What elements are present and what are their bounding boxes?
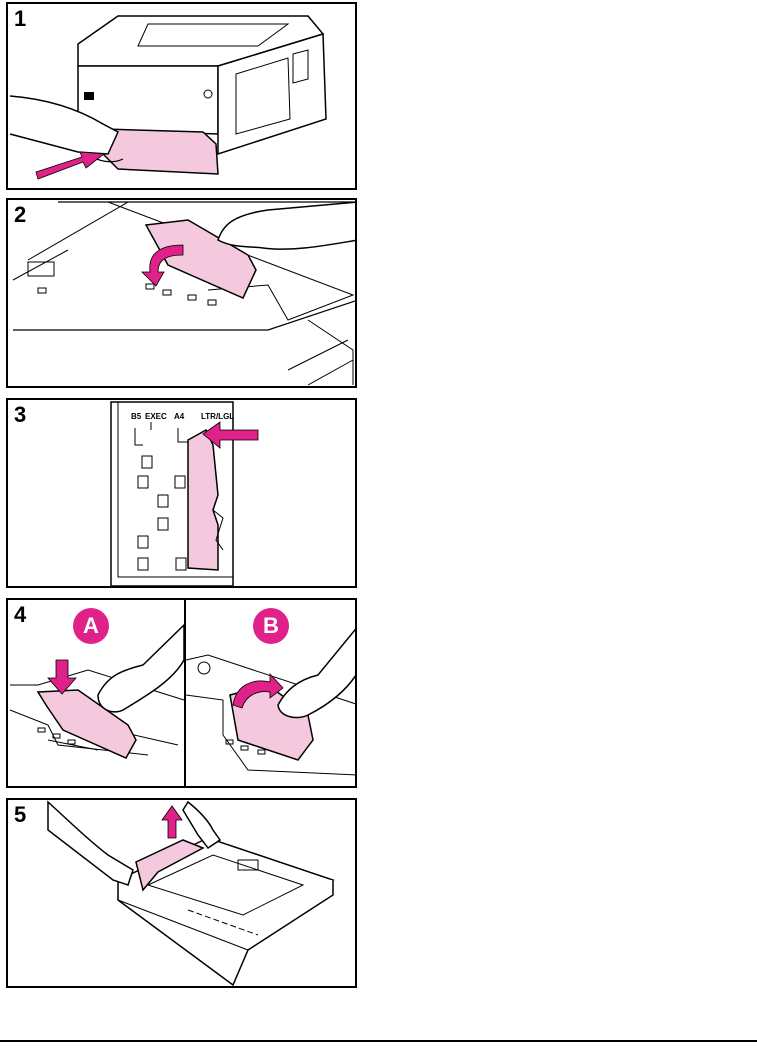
tray-guide-illustration [8, 200, 357, 388]
size-guide [188, 430, 218, 570]
sub-label-a: A [73, 608, 109, 644]
step-3-number: 3 [14, 402, 26, 428]
lock-guide-illustration [8, 600, 357, 788]
step-5-number: 5 [14, 802, 26, 828]
printer-illustration [8, 4, 357, 190]
label-b5: B5 [131, 412, 141, 421]
label-a4: A4 [174, 412, 184, 421]
step-4-panel: 4 A B [6, 598, 357, 788]
step-1-number: 1 [14, 6, 26, 32]
down-arrow [48, 660, 76, 694]
step-2-panel: 2 [6, 198, 357, 388]
step-2-number: 2 [14, 202, 26, 228]
label-exec: EXEC [145, 412, 167, 421]
size-adjust-illustration [8, 400, 357, 588]
lift-arrow [162, 806, 182, 838]
step-5-panel: 5 [6, 798, 357, 988]
sub-label-b: B [253, 608, 289, 644]
step-1-panel: 1 [6, 2, 357, 190]
paper-tray [103, 129, 218, 174]
step-3-panel: 3 B5 EXEC A4 LTR/LGL [6, 398, 357, 588]
pull-arrow [36, 152, 104, 179]
label-ltr-lgl: LTR/LGL [201, 412, 234, 421]
footer-rule [0, 1040, 757, 1042]
step-4-number: 4 [14, 602, 26, 628]
remove-stop-illustration [8, 800, 357, 988]
